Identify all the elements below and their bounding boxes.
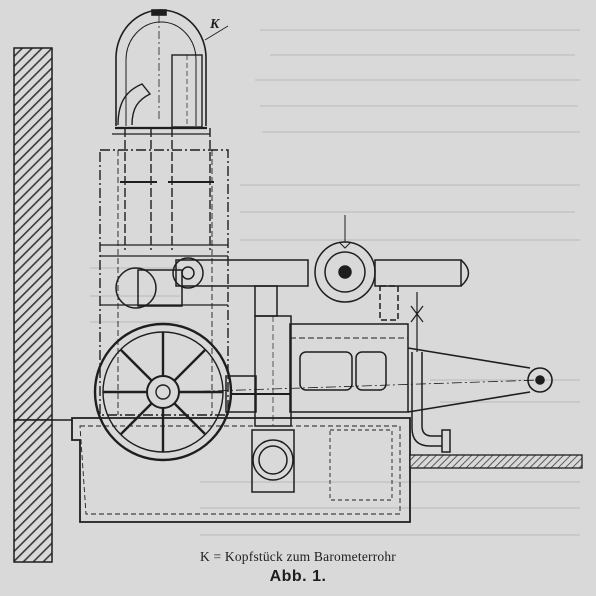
head-piece-k xyxy=(112,9,229,135)
floor-slab xyxy=(409,454,583,469)
show-through-lines xyxy=(90,29,580,536)
crank-rod xyxy=(181,347,553,413)
downpipe xyxy=(251,315,295,493)
component-label-k: K xyxy=(209,17,221,32)
flywheel xyxy=(93,322,233,462)
figure-title: Abb. 1. xyxy=(269,568,327,585)
foundation xyxy=(71,417,411,523)
discharge-pipe xyxy=(411,352,451,453)
wall-section xyxy=(13,47,72,563)
side-connection xyxy=(115,267,183,309)
condenser-pipe xyxy=(172,215,470,352)
figure-caption: K = Kopfstück zum Barometerrohr xyxy=(199,549,396,564)
barometric-pipes xyxy=(120,128,214,250)
vertical-column xyxy=(99,149,229,416)
pump-body xyxy=(225,323,409,413)
